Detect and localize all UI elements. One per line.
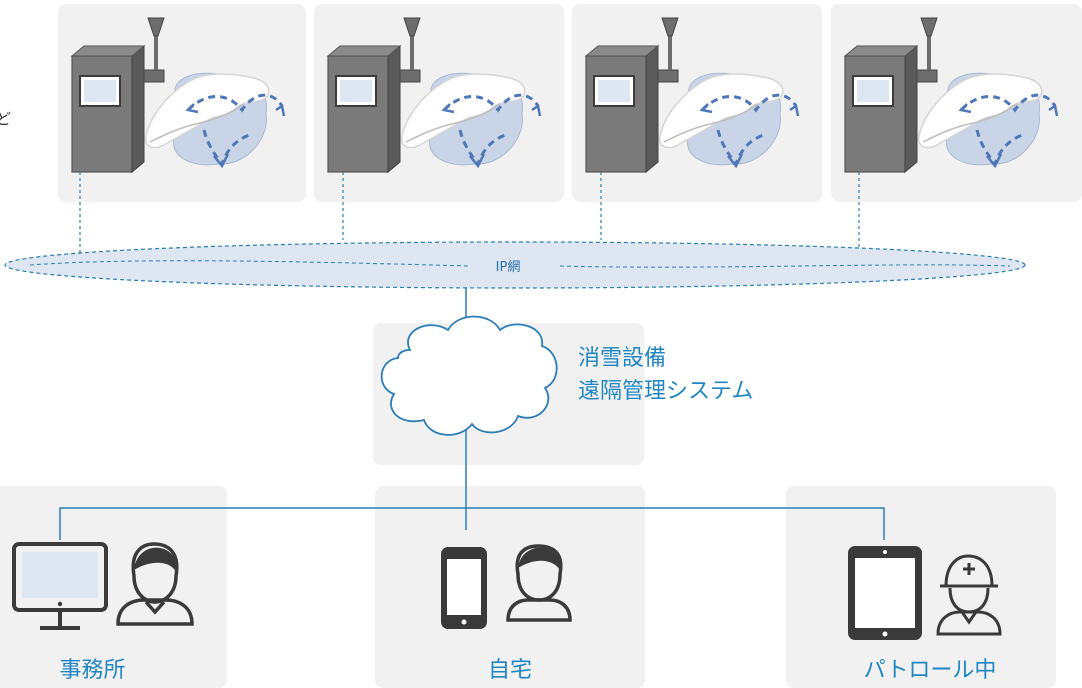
- monitor-icon: [12, 542, 108, 630]
- home-panel: [375, 486, 645, 688]
- system-title-line2: 遠隔管理システム: [578, 379, 754, 404]
- site-2-snow-melting-icon: [326, 16, 542, 174]
- system-title-line1: 消雪設備: [578, 346, 667, 371]
- system-title: 消雪設備 遠隔管理システム: [578, 342, 753, 408]
- site-caption: ラなど: [0, 110, 12, 128]
- worker-helmet-icon: [936, 554, 1002, 636]
- site-3-snow-melting-icon: [584, 16, 800, 174]
- cloud-icon: [380, 315, 558, 436]
- patrol-label: パトロール中: [863, 658, 997, 683]
- office-label: 事務所: [59, 658, 126, 683]
- site-4-snow-melting-icon: [843, 16, 1059, 174]
- site-1-snow-melting-icon: [70, 16, 286, 174]
- smartphone-icon: [441, 547, 487, 629]
- tablet-icon: [848, 546, 922, 640]
- site-connection-lines: [79, 172, 860, 255]
- home-person-icon: [506, 544, 572, 622]
- home-label: 自宅: [487, 658, 532, 683]
- office-person-icon: [116, 542, 194, 626]
- ip-network-label: IP網: [468, 256, 548, 275]
